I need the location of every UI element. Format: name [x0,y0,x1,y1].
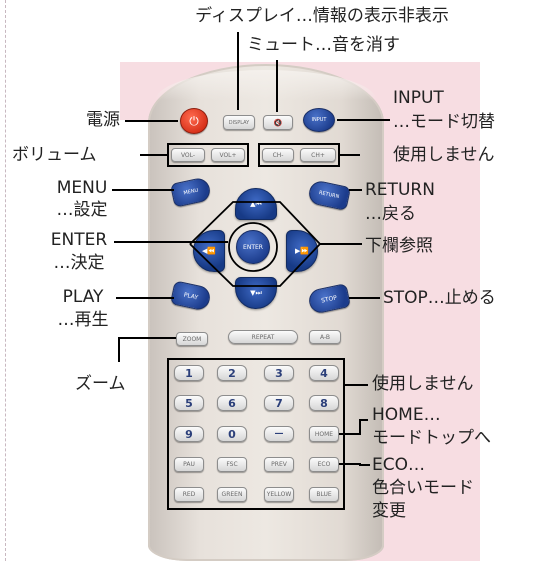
dashed-margin-line [5,0,6,561]
home-label-line2: モードトップへ [372,428,491,448]
zoom-label: ズーム [75,374,126,394]
number-4-button[interactable]: 4 [309,365,339,381]
unused-keys-label: 使用しません [372,374,474,394]
volume-highlight-box [167,143,249,167]
enter-label-line1: ENTER [50,230,108,250]
enter-button[interactable]: ENTER [236,230,270,264]
eco-label-line3: 変更 [372,501,406,521]
input-label-line1: INPUT [393,88,444,108]
ch-minus-button[interactable]: CH- [262,148,294,162]
eco-label-line1: ECO… [372,455,425,475]
home-button[interactable]: HOME [309,426,339,442]
mute-button[interactable]: 🔇 [263,115,293,130]
yellow-button[interactable]: YELLOW [264,487,294,502]
number-7-button[interactable]: 7 [264,395,294,411]
eco-button[interactable]: ECO [309,457,339,472]
number-3-button[interactable]: 3 [264,365,294,381]
number-5-button[interactable]: 5 [174,395,204,411]
dpad-outline [189,201,322,287]
menu-label-line1: MENU [56,178,108,198]
repeat-button[interactable]: REPEAT [228,330,298,344]
display-button[interactable]: DISPLAY [223,115,255,130]
eco-callout-line [339,463,370,466]
volume-label: ボリューム [12,145,97,165]
zoom-callout-line [118,337,176,362]
zoom-button[interactable]: ZOOM [176,332,208,346]
display-label: ディスプレイ…情報の表示非表示 [195,6,449,26]
number-9-button[interactable]: 9 [174,426,204,442]
stop-label: STOP…止める [383,288,496,308]
unused-top-label: 使用しません [393,145,495,165]
input-button[interactable]: INPUT [303,108,335,132]
blue-button[interactable]: BLUE [309,487,339,502]
number-1-button[interactable]: 1 [174,365,204,381]
power-label: 電源 [86,110,120,130]
pause-button[interactable]: PAU [174,457,204,472]
input-label-line2: …モード切替 [393,112,495,132]
number-6-button[interactable]: 6 [217,395,247,411]
number-0-button[interactable]: 0 [217,426,247,442]
power-button[interactable]: ⏻ [180,108,208,134]
prev-button[interactable]: PREV [264,457,294,472]
eco-label-line2: 色合いモード [372,478,474,498]
mute-label: ミュート…音を消す [247,35,400,55]
dash-button[interactable]: — [264,426,294,442]
enter-outline-circle [228,222,278,272]
ch-plus-button[interactable]: CH+ [300,148,336,162]
menu-label-line2: …設定 [56,200,108,220]
home-label-line1: HOME… [372,405,441,425]
enter-label-line2: …決定 [53,253,105,273]
home-callout-line [339,419,368,435]
up-button[interactable]: ▲⏮ [235,188,277,220]
fsc-button[interactable]: FSC [217,457,247,472]
return-label-line2: …戻る [365,204,416,224]
channel-highlight-box [258,143,340,167]
number-8-button[interactable]: 8 [309,395,339,411]
play-label-line2: …再生 [57,310,109,330]
return-label-line1: RETURN [365,180,435,200]
play-label-line1: PLAY [62,287,104,307]
number-2-button[interactable]: 2 [217,365,247,381]
ab-button[interactable]: A-B [309,330,341,344]
vol-plus-button[interactable]: VOL+ [211,148,245,162]
green-button[interactable]: GREEN [217,487,247,502]
red-button[interactable]: RED [174,487,204,502]
vol-minus-button[interactable]: VOL- [171,148,205,162]
see-below-label: 下欄参照 [365,236,433,256]
